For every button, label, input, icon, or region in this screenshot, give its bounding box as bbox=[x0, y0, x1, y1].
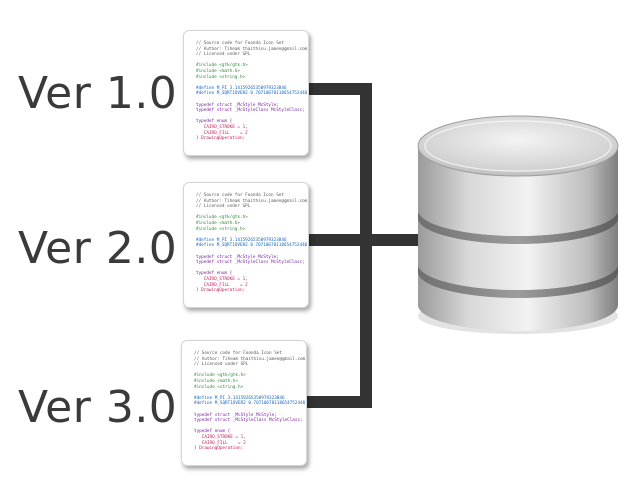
code-line: // Author: Tiheam thaithisu.jamen@gmail.… bbox=[194, 356, 307, 362]
connector-line-ver1 bbox=[306, 83, 372, 240]
code-line: #include <math.h> bbox=[196, 220, 240, 226]
code-line: #include <math.h> bbox=[196, 68, 240, 74]
code-line: #define M_SQRT1OVER2 0.70710678118654752… bbox=[194, 401, 306, 407]
code-line: #include <string.h> bbox=[196, 226, 246, 232]
version-label-3: Ver 3.0 bbox=[18, 382, 178, 433]
code-line: #include <math.h> bbox=[194, 378, 238, 384]
code-line: #include <gtk/gtk.h> bbox=[194, 373, 246, 379]
code-line: // Source code for Foonda Icon Set bbox=[196, 193, 284, 198]
code-line: typedef struct _McStyle McStyle; bbox=[196, 102, 279, 108]
code-line: typedef struct _McStyle McStyle; bbox=[194, 412, 277, 418]
code-line: // Source code for Foonda Icon Set bbox=[194, 351, 282, 356]
database-icon bbox=[417, 115, 619, 334]
code-line: typedef struct _McStyleClass McStyleClas… bbox=[196, 260, 305, 266]
code-line: } DrawingOperation; bbox=[194, 446, 244, 452]
code-line: #define M_PI 3.14159265358979323846 bbox=[196, 237, 287, 243]
code-line: // Source code for Foonda Icon Set bbox=[196, 41, 284, 46]
code-line: CAIRO_FILL = 2 bbox=[196, 130, 248, 136]
code-line: CAIRO_STROKE = 1, bbox=[196, 276, 248, 282]
code-line: #include <gtk/gtk.h> bbox=[196, 215, 248, 221]
code-line: CAIRO_STROKE = 1, bbox=[196, 124, 248, 130]
version-label-2: Ver 2.0 bbox=[18, 223, 178, 274]
code-line: typedef enum { bbox=[194, 429, 231, 435]
source-code-card-2: // Source code for Foonda Icon Set// Aut… bbox=[183, 182, 309, 308]
code-line: typedef struct _McStyle McStyle; bbox=[196, 254, 279, 260]
source-code-2: // Source code for Foonda Icon Set// Aut… bbox=[196, 193, 309, 294]
source-code-3: // Source code for Foonda Icon Set// Aut… bbox=[194, 351, 307, 452]
connector-line-ver3 bbox=[306, 240, 372, 408]
code-line: CAIRO_FILL = 2 bbox=[194, 440, 246, 446]
code-line: #define M_PI 3.14159265358979323846 bbox=[194, 395, 285, 401]
version-label-1: Ver 1.0 bbox=[18, 68, 178, 119]
code-line: #include <string.h> bbox=[194, 384, 244, 390]
code-line: #define M_SQRT1OVER2 0.70710678118654752… bbox=[196, 243, 308, 249]
source-code-1: // Source code for Foonda Icon Set// Aut… bbox=[196, 41, 309, 142]
code-line: typedef enum { bbox=[196, 119, 233, 125]
code-line: #define M_SQRT1OVER2 0.70710678118654752… bbox=[196, 91, 308, 97]
code-line: // Author: Tiheam thaithisu.jamen@gmail.… bbox=[196, 46, 309, 52]
code-line: } DrawingOperation; bbox=[196, 288, 246, 294]
code-line: CAIRO_FILL = 2 bbox=[196, 282, 248, 288]
code-line: typedef struct _McStyleClass McStyleClas… bbox=[194, 418, 303, 424]
source-code-card-1: // Source code for Foonda Icon Set// Aut… bbox=[183, 30, 309, 156]
code-line: CAIRO_STROKE = 1, bbox=[194, 434, 246, 440]
code-line: typedef enum { bbox=[196, 271, 233, 277]
code-line: #include <gtk/gtk.h> bbox=[196, 63, 248, 69]
source-code-card-3: // Source code for Foonda Icon Set// Aut… bbox=[181, 340, 307, 466]
code-line: typedef struct _McStyleClass McStyleClas… bbox=[196, 108, 305, 114]
code-line: #define M_PI 3.14159265358979323846 bbox=[196, 85, 287, 91]
code-line: // Licensed under GPL bbox=[194, 362, 249, 368]
code-line: // Licensed under GPL bbox=[196, 204, 251, 210]
code-line: } DrawingOperation; bbox=[196, 136, 246, 142]
connector-lines bbox=[306, 83, 420, 408]
code-line: // Author: Tiheam thaithisu.jamen@gmail.… bbox=[196, 198, 309, 204]
code-line: #include <string.h> bbox=[196, 74, 246, 80]
code-line: // Licensed under GPL bbox=[196, 52, 251, 58]
